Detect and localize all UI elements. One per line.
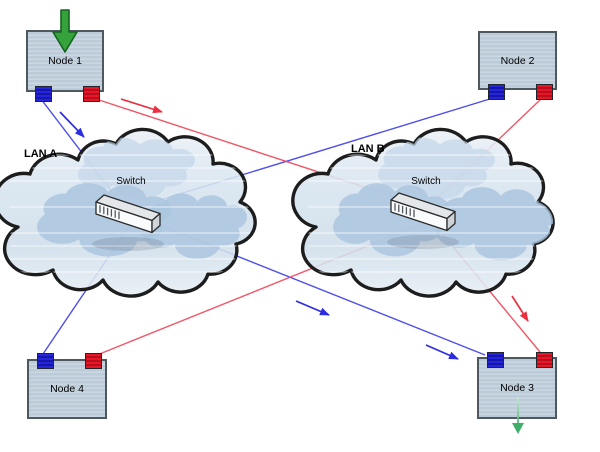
blue-arrow-icon [295, 300, 330, 316]
node-3-red-port [536, 352, 553, 368]
lan-a-cloud [0, 127, 257, 298]
node-2: Node 2 [478, 31, 557, 100]
lan-b-label: LAN B [351, 143, 385, 155]
switch-a-label: Switch [116, 176, 146, 187]
node-4: Node 4 [27, 353, 107, 419]
node-1: Node 1 [26, 30, 104, 102]
blue-arrow-icon [425, 344, 459, 360]
node-2-red-port [536, 84, 553, 100]
red-arrow-icon [120, 98, 163, 114]
blue-arrow-icon [59, 111, 85, 138]
node-3-label: Node 3 [500, 382, 534, 394]
node-3: Node 3 [477, 352, 557, 419]
node-1-blue-port [35, 86, 52, 102]
node-4-label: Node 4 [50, 383, 84, 395]
red-arrow-icon [511, 295, 529, 322]
lan-a-label: LAN A [24, 148, 58, 160]
lan-b-cloud [291, 127, 555, 298]
node-1-red-port [83, 86, 100, 102]
switch-b-label: Switch [411, 176, 441, 187]
node-4-blue-port [37, 353, 54, 369]
node-4-red-port [85, 353, 102, 369]
node-2-label: Node 2 [500, 54, 535, 67]
node-3-blue-port [487, 352, 504, 368]
traffic-direction-arrows [59, 98, 529, 360]
node-1-label: Node 1 [48, 55, 82, 67]
node-2-blue-port [488, 84, 505, 100]
